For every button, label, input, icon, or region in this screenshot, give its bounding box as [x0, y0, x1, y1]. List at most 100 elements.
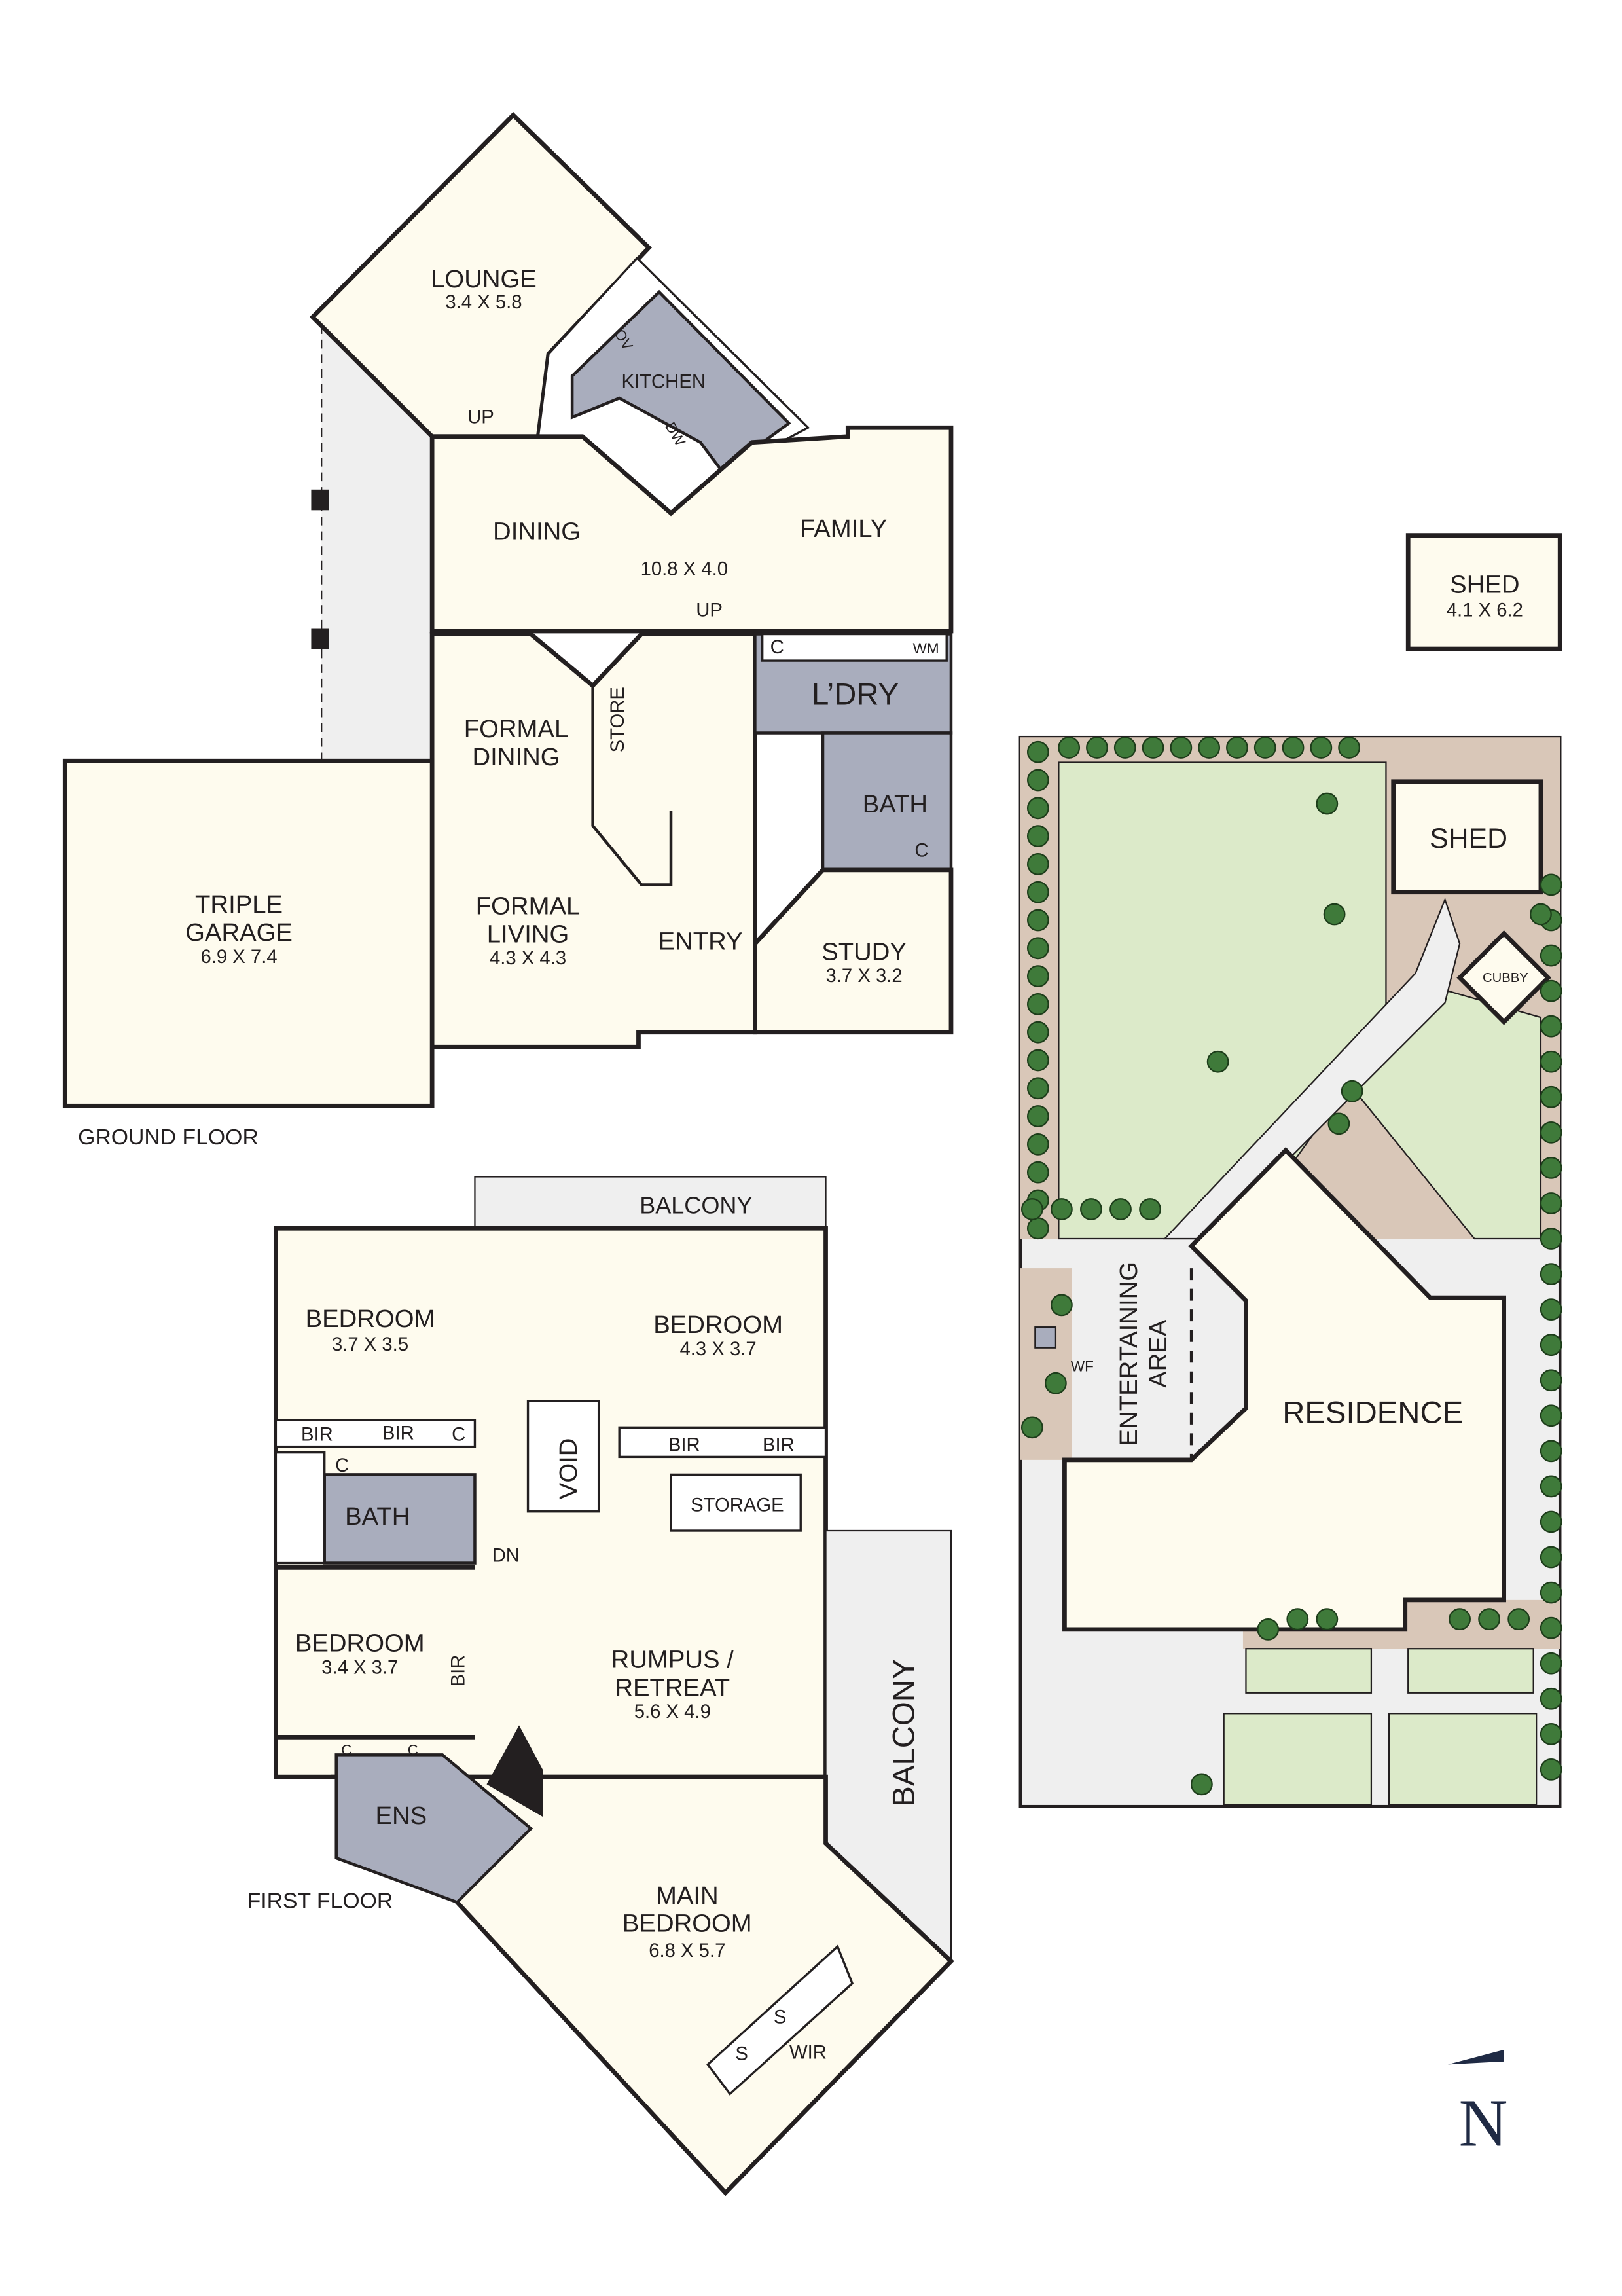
- tree-icon: [1540, 873, 1562, 896]
- balcony-top: [474, 1176, 827, 1228]
- tree-icon: [1530, 903, 1552, 926]
- label-wood-fire: WF: [1071, 1358, 1094, 1375]
- tree-icon: [1051, 1198, 1073, 1220]
- label-bir: BIR: [763, 1434, 795, 1455]
- dims-bedroom-1: 3.7 X 3.5: [332, 1334, 408, 1355]
- room-formal-dining-living: [429, 632, 757, 1049]
- label-garage: GARAGE: [185, 919, 293, 947]
- label-laundry: L’DRY: [812, 678, 899, 712]
- north-letter: N: [1459, 2086, 1508, 2160]
- trees: [1020, 737, 1562, 1796]
- label-bedroom-3: BEDROOM: [295, 1630, 425, 1658]
- tree-icon: [1142, 737, 1164, 759]
- tree-icon: [1540, 1404, 1562, 1427]
- tree-icon: [1540, 1157, 1562, 1179]
- room-bath-first: [323, 1473, 477, 1565]
- tree-icon: [1051, 1294, 1073, 1317]
- tree-icon: [1540, 979, 1562, 1002]
- dims-shed: 4.1 X 6.2: [1447, 600, 1523, 621]
- bir-strip: [618, 1426, 827, 1459]
- tree-icon: [1020, 1416, 1043, 1439]
- tree-icon: [1540, 1015, 1562, 1038]
- tree-icon: [1020, 1198, 1043, 1220]
- tree-icon: [1026, 993, 1049, 1015]
- tree-icon: [1540, 1652, 1562, 1675]
- tree-icon: [1190, 1773, 1213, 1796]
- label-cupboard: C: [408, 1741, 418, 1758]
- label-formal-living: LIVING: [487, 920, 569, 948]
- site-plan: SHED CUBBY ENTERTAINING AREA WF RESIDENC…: [1018, 735, 1562, 1808]
- storage: [670, 1473, 802, 1532]
- wood-fire: [1034, 1326, 1057, 1349]
- first-floor: BALCONY BEDROOM 3.7 X 3.5 BEDROOM 4.3 X …: [247, 1176, 954, 2196]
- north-arrow-icon: N: [1448, 2049, 1508, 2160]
- shed-box: SHED 4.1 X 6.2: [1405, 533, 1562, 651]
- room-dining-family: [429, 425, 954, 634]
- label-formal-living: FORMAL: [476, 892, 581, 920]
- tree-icon: [1026, 1105, 1049, 1127]
- tree-icon: [1026, 1077, 1049, 1100]
- dims-main-bedroom: 6.8 X 5.7: [649, 1940, 725, 1961]
- tree-icon: [1045, 1372, 1067, 1394]
- label-bir: BIR: [448, 1655, 469, 1687]
- lawn-front: [1223, 1713, 1373, 1806]
- dims-rumpus: 5.6 X 4.9: [634, 1701, 711, 1722]
- label-shelf: S: [735, 2043, 748, 2065]
- tree-icon: [1206, 1050, 1229, 1073]
- label-cupboard: C: [914, 840, 928, 862]
- room-study: [753, 867, 954, 1035]
- label-garage: TRIPLE: [195, 890, 283, 919]
- tree-icon: [1026, 740, 1049, 763]
- label-bath-ground: BATH: [863, 790, 928, 818]
- label-storage: STORAGE: [691, 1495, 784, 1516]
- room-triple-garage: [62, 758, 435, 1108]
- tree-icon: [1341, 1080, 1363, 1102]
- tree-icon: [1540, 1616, 1562, 1639]
- wall-block: [486, 1725, 543, 1817]
- label-washing-machine: WM: [913, 640, 939, 657]
- tree-icon: [1170, 737, 1193, 759]
- post: [311, 628, 329, 649]
- label-balcony-side: BALCONY: [887, 1659, 922, 1807]
- tree-icon: [1226, 737, 1248, 759]
- lawn-front: [1407, 1648, 1534, 1694]
- bir-strip: [274, 1419, 477, 1448]
- tree-icon: [1310, 737, 1333, 759]
- tree-icon: [1286, 1608, 1309, 1631]
- bathtub: [274, 1451, 326, 1565]
- cubby: [1456, 930, 1551, 1025]
- tree-icon: [1316, 1608, 1339, 1631]
- label-family: FAMILY: [800, 515, 887, 543]
- label-site-shed: SHED: [1430, 823, 1507, 854]
- tree-icon: [1026, 797, 1049, 820]
- label-dining: DINING: [493, 517, 581, 545]
- tree-icon: [1540, 1298, 1562, 1321]
- tree-icon: [1540, 1510, 1562, 1533]
- label-entertaining: ENTERTAINING: [1115, 1262, 1143, 1446]
- label-cupboard: C: [452, 1424, 465, 1446]
- label-balcony-top: BALCONY: [640, 1192, 752, 1219]
- label-bir: BIR: [301, 1424, 333, 1446]
- tree-icon: [1540, 944, 1562, 967]
- tree-icon: [1026, 1021, 1049, 1044]
- post: [311, 489, 329, 511]
- label-formal-dining: DINING: [473, 743, 560, 771]
- tree-icon: [1026, 1161, 1049, 1184]
- tree-icon: [1540, 1440, 1562, 1463]
- tree-icon: [1449, 1608, 1471, 1631]
- tree-icon: [1540, 1758, 1562, 1781]
- tree-icon: [1253, 737, 1276, 759]
- label-bedroom-1: BEDROOM: [306, 1305, 435, 1333]
- room-ensuite: [334, 1753, 533, 1904]
- label-shed: SHED: [1450, 570, 1519, 598]
- label-bir: BIR: [382, 1422, 414, 1444]
- tree-icon: [1026, 1217, 1049, 1240]
- tree-icon: [1540, 1581, 1562, 1604]
- label-rumpus: RUMPUS /: [611, 1645, 734, 1673]
- lawn-front: [1245, 1648, 1373, 1694]
- laundry-bench: [761, 632, 948, 662]
- first-floor-title: FIRST FLOOR: [247, 1889, 393, 1914]
- tree-icon: [1113, 737, 1136, 759]
- tree-icon: [1257, 1618, 1280, 1641]
